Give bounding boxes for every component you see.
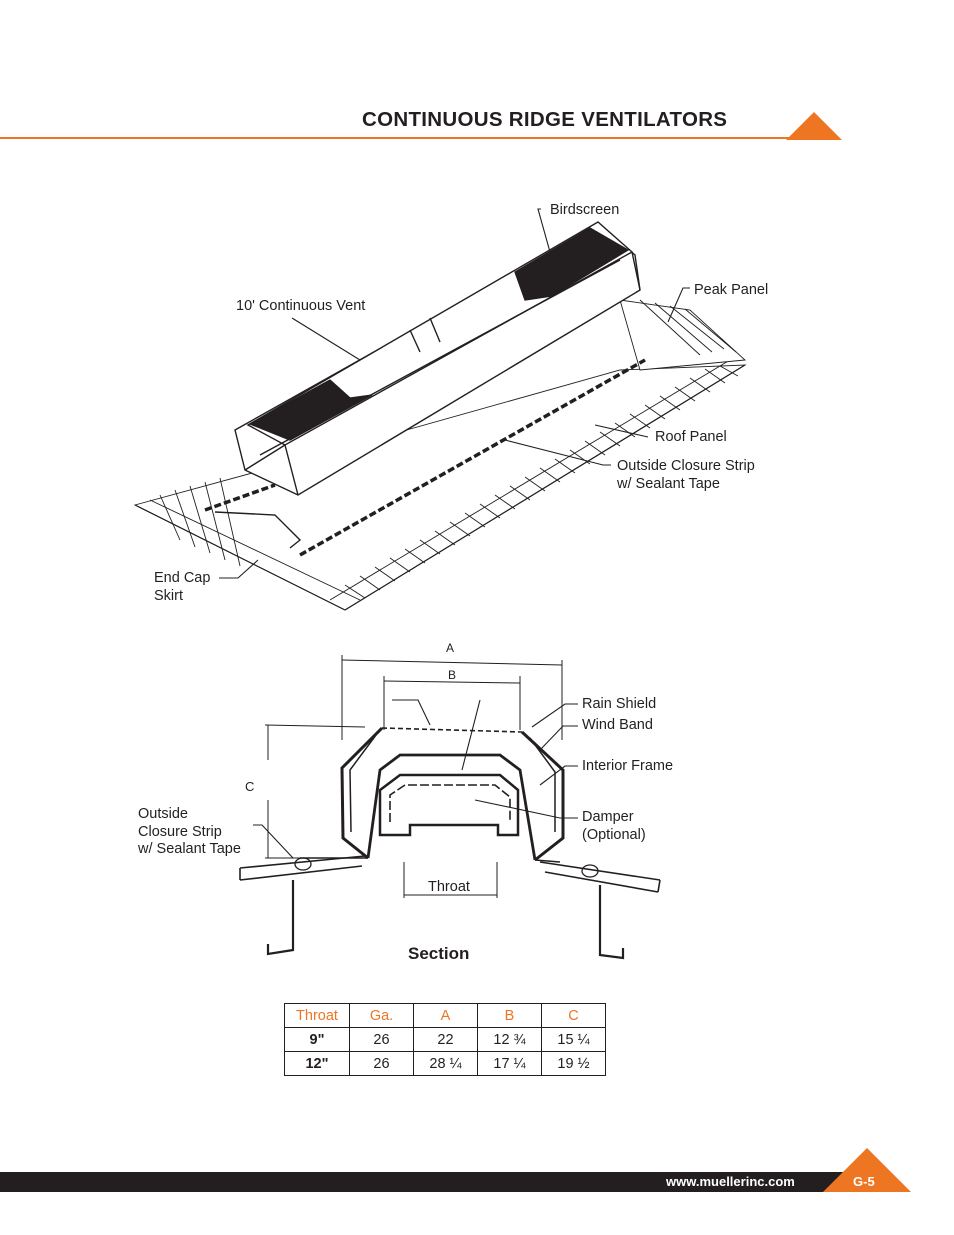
table-cell: 22 xyxy=(413,1027,478,1052)
header-c: C xyxy=(541,1003,606,1028)
birdscreen-left xyxy=(248,379,373,441)
dimension-b xyxy=(383,676,521,730)
dim-label-a: A xyxy=(446,641,455,655)
peak-panel xyxy=(619,299,747,371)
table-row: 9" 26 22 12 ¾ 15 ¼ xyxy=(284,1027,606,1052)
table-cell: 19 ½ xyxy=(541,1051,606,1076)
section-leader-lines xyxy=(253,699,578,859)
table-cell: 12 ¾ xyxy=(477,1027,542,1052)
closure-strip-left xyxy=(204,483,276,512)
end-cap-skirt xyxy=(214,511,302,549)
isometric-ridge-vent-diagram xyxy=(133,208,747,611)
table-row: 12" 26 28 ¼ 17 ¼ 19 ½ xyxy=(284,1051,606,1076)
label-roof-panel: Roof Panel xyxy=(655,429,727,445)
spec-table: Throat Ga. A B C 9" 26 22 12 ¾ 15 ¼ 12" … xyxy=(284,1003,606,1076)
dimension-c xyxy=(264,724,366,859)
table-header-row: Throat Ga. A B C xyxy=(284,1003,606,1028)
label-damper: Damper (Optional) xyxy=(582,809,646,843)
section-title: Section xyxy=(408,944,470,963)
wind-band xyxy=(340,726,565,862)
page-number: G-5 xyxy=(853,1174,875,1189)
table-cell: 17 ¼ xyxy=(477,1051,542,1076)
title-triangle-icon xyxy=(786,112,842,140)
dim-label-b: B xyxy=(448,668,457,682)
header-gauge: Ga. xyxy=(349,1003,414,1028)
table-cell: 15 ¼ xyxy=(541,1027,606,1052)
label-birdscreen: Birdscreen xyxy=(550,202,620,218)
table-cell: 28 ¼ xyxy=(413,1051,478,1076)
purlin-right xyxy=(598,885,625,960)
label-end-cap-skirt: End Cap Skirt xyxy=(154,570,211,604)
label-outside-closure-strip-section: Outside Closure Strip w/ Sealant Tape xyxy=(138,806,241,857)
header-b: B xyxy=(477,1003,542,1028)
roof-slope-left xyxy=(239,855,366,881)
label-interior-frame: Interior Frame xyxy=(582,758,674,774)
section-diagram xyxy=(239,655,661,960)
table-cell: 26 xyxy=(349,1027,414,1052)
dim-label-c: C xyxy=(245,779,255,794)
roof-slope-right xyxy=(539,861,661,893)
footer-url[interactable]: www.muellerinc.com xyxy=(666,1174,795,1189)
leader-lines xyxy=(219,208,690,579)
label-outside-closure-strip: Outside Closure Strip w/ Sealant Tape xyxy=(617,458,755,492)
table-cell: 9" xyxy=(284,1027,350,1052)
label-rain-shield: Rain Shield xyxy=(582,696,657,712)
birdscreen-right xyxy=(514,227,630,301)
table-cell: 26 xyxy=(349,1051,414,1076)
footer-triangle-icon xyxy=(823,1148,911,1192)
label-wind-band: Wind Band xyxy=(582,717,653,733)
title-rule xyxy=(0,137,790,139)
interior-frame xyxy=(366,753,537,861)
label-peak-panel: Peak Panel xyxy=(694,282,769,298)
roof-panel-lower xyxy=(133,359,747,611)
header-throat: Throat xyxy=(284,1003,350,1028)
purlin-left xyxy=(266,880,295,956)
dimension-throat xyxy=(403,862,498,898)
rain-shield xyxy=(381,727,523,733)
table-cell: 12" xyxy=(284,1051,350,1076)
label-continuous-vent: 10' Continuous Vent xyxy=(236,298,366,314)
damper xyxy=(389,784,511,822)
header-a: A xyxy=(413,1003,478,1028)
page-title: CONTINUOUS RIDGE VENTILATORS xyxy=(362,108,728,131)
closure-strip-lower xyxy=(299,358,646,557)
footer-bar xyxy=(0,1172,845,1192)
label-throat: Throat xyxy=(428,879,470,895)
